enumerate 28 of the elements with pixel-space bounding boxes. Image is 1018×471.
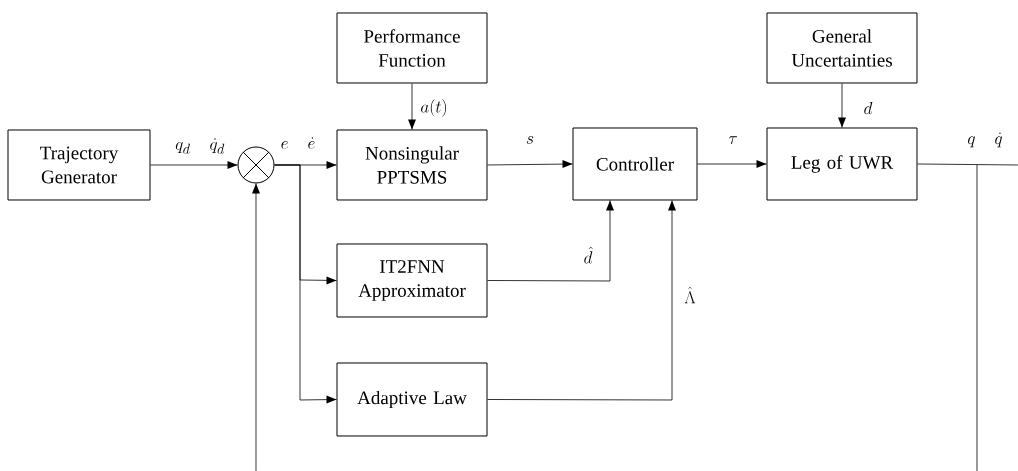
edge-label: $\hat{\Lambda}$ [684, 286, 696, 304]
edge-label: $q \quad \dot{q}$ [968, 132, 1003, 148]
arrow [252, 183, 260, 471]
process-box: IT2FNN Approximator [336, 243, 488, 318]
arrow [487, 160, 573, 168]
process-box: Trajectory Generator [7, 129, 151, 201]
process-box: Controller [572, 127, 698, 201]
edge-label: $d$ [864, 102, 873, 115]
connector-line [917, 163, 1018, 471]
arrow [838, 83, 846, 128]
edge-label: $e \quad \dot{e}$ [281, 137, 315, 149]
edge-label: $s$ [526, 136, 534, 144]
arrow [697, 160, 767, 168]
edge-label: $a(t)$ [421, 99, 447, 117]
process-box: Adaptive Law [336, 362, 488, 437]
process-box: Performance Function [336, 12, 488, 84]
arrow [150, 161, 238, 169]
arrow [408, 83, 416, 130]
arrow [487, 200, 614, 282]
arrow [274, 164, 337, 404]
process-box: Leg of UWR [766, 127, 918, 201]
edge-label: $\tau$ [728, 136, 737, 144]
arrow [487, 200, 676, 401]
summing-junction [237, 146, 275, 184]
edge-label: $\hat{d}$ [584, 246, 593, 264]
process-box: General Uncertainties [766, 12, 918, 84]
edge-label: $q_d \quad \dot{q}_d$ [175, 138, 225, 154]
process-box: Nonsingular PPTSMS [336, 129, 488, 201]
